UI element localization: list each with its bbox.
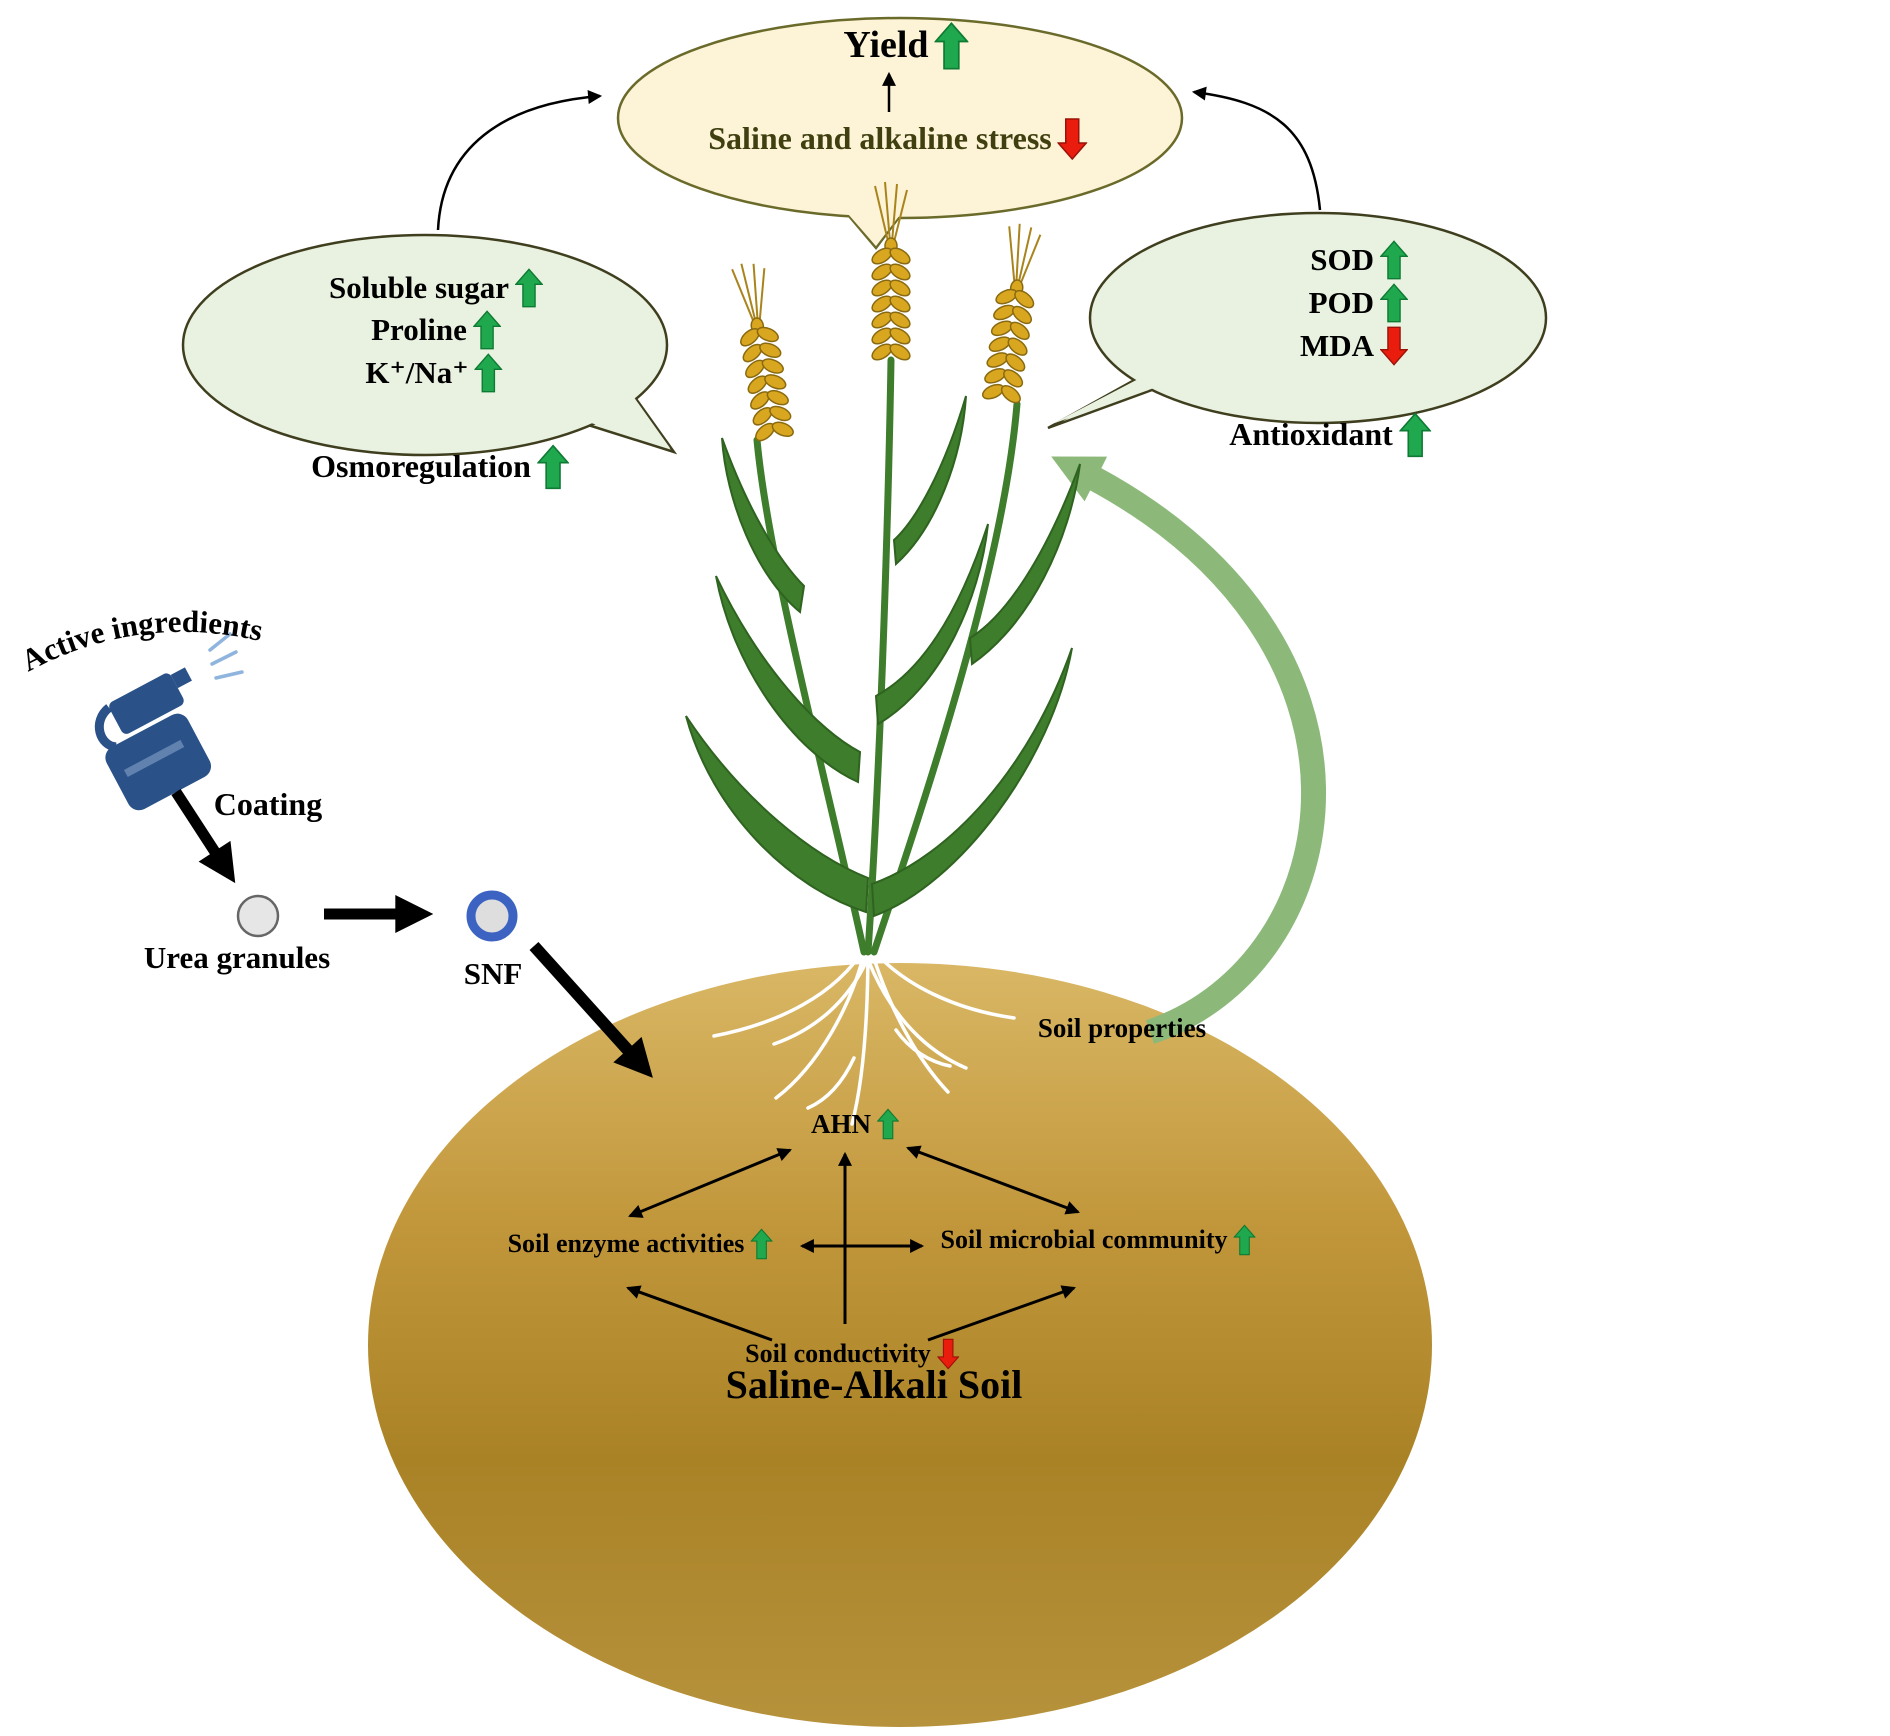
down-arrow-icon (936, 1338, 959, 1370)
osmoregulation-label: Osmoregulation (311, 448, 531, 485)
wheat-plant (685, 182, 1081, 956)
proline-row: Proline (371, 310, 501, 350)
up-arrow-icon (1398, 412, 1431, 458)
down-arrow-icon (1057, 118, 1088, 160)
urea-granules-label-row: Urea granules (143, 940, 331, 975)
soluble-sugar-row: Soluble sugar (328, 268, 544, 308)
yield-row: Yield (843, 22, 969, 70)
up-arrow-icon (934, 22, 969, 70)
antioxidant-label: Antioxidant (1229, 416, 1393, 453)
up-arrow-icon (750, 1228, 773, 1260)
up-arrow-icon (877, 1108, 899, 1140)
snf-granule-icon (466, 890, 518, 942)
snf-to-soil-arrow (529, 941, 653, 1078)
soil-properties-arrow (1051, 456, 1326, 1044)
k-na-ratio-label: K⁺/Na⁺ (365, 354, 469, 390)
left-bubble-to-top-arrow (436, 89, 603, 231)
osmoregulation-row: Osmoregulation (311, 444, 569, 490)
wheat-leaves (685, 395, 1081, 918)
snf-label: SNF (463, 956, 523, 991)
mda-label: MDA (1299, 327, 1374, 363)
soil-microbial-row: Soil microbial community (941, 1224, 1256, 1256)
stress-label: Saline and alkaline stress (708, 120, 1052, 157)
spray-mist-icon (208, 632, 244, 680)
active-ingredients-label: Active ingredients (15, 604, 266, 678)
coating-label-row: Coating (213, 786, 323, 822)
pod-label: POD (1308, 284, 1374, 320)
sod-row: SOD (1310, 240, 1408, 280)
right-bubble-to-top-arrow (1191, 86, 1322, 211)
spray-bottle-icon (94, 667, 212, 811)
right-bubble-shape (1047, 211, 1548, 430)
sod-label: SOD (1310, 241, 1374, 277)
coating-arrow (171, 789, 236, 884)
urea-granules-label: Urea granules (143, 940, 331, 975)
stress-row: Saline and alkaline stress (708, 118, 1088, 160)
ahn-row: AHN (811, 1108, 899, 1140)
soil-enzyme-row: Soil enzyme activities (508, 1228, 773, 1260)
left-bubble-shape (181, 233, 678, 457)
soil-properties-label: Soil properties (1037, 1013, 1207, 1043)
soil-conductivity-label: Soil conductivity (745, 1339, 931, 1369)
saline-alkali-soil-label: Saline-Alkali Soil (725, 1362, 1023, 1407)
soluble-sugar-label: Soluble sugar (328, 269, 510, 305)
urea-granule-icon (236, 894, 280, 938)
top-bubble-shape (616, 16, 1184, 251)
mda-row: MDA (1300, 326, 1408, 366)
soil-properties-row: Soil properties (1037, 1013, 1207, 1043)
application-process (94, 632, 653, 1078)
soil-conductivity-row: Soil conductivity (745, 1338, 959, 1370)
up-arrow-icon (474, 353, 503, 393)
pod-row: POD (1309, 283, 1408, 323)
soil-enzyme-label: Soil enzyme activities (507, 1229, 745, 1259)
wheat-roots (712, 944, 1016, 1126)
up-arrow-icon (472, 310, 501, 350)
yield-label: Yield (843, 24, 929, 67)
up-arrow-icon (515, 268, 544, 308)
snf-label-row: SNF (463, 956, 523, 991)
up-arrow-icon (1380, 283, 1408, 323)
up-arrow-icon (536, 444, 569, 490)
coating-label: Coating (213, 786, 323, 822)
down-arrow-icon (1380, 326, 1408, 366)
up-arrow-icon (1233, 1224, 1256, 1256)
ahn-label: AHN (811, 1108, 871, 1139)
antioxidant-row: Antioxidant (1229, 412, 1431, 458)
saline-alkali-soil-title: Saline-Alkali Soil (726, 1364, 1023, 1406)
proline-label: Proline (371, 311, 467, 347)
soil-microbial-label: Soil microbial community (940, 1225, 1228, 1255)
up-arrow-icon (1380, 240, 1408, 280)
k-na-ratio-row: K⁺/Na⁺ (365, 353, 503, 393)
soil-network-arrows (626, 1145, 1080, 1342)
